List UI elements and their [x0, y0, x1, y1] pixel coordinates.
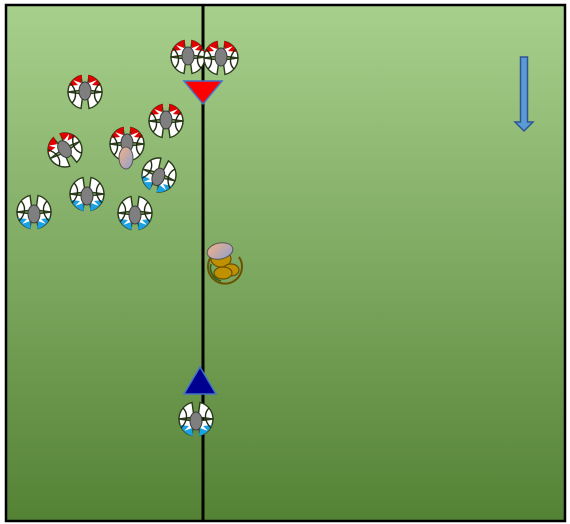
drill-diagram — [0, 0, 570, 524]
pitch-svg — [0, 0, 570, 524]
